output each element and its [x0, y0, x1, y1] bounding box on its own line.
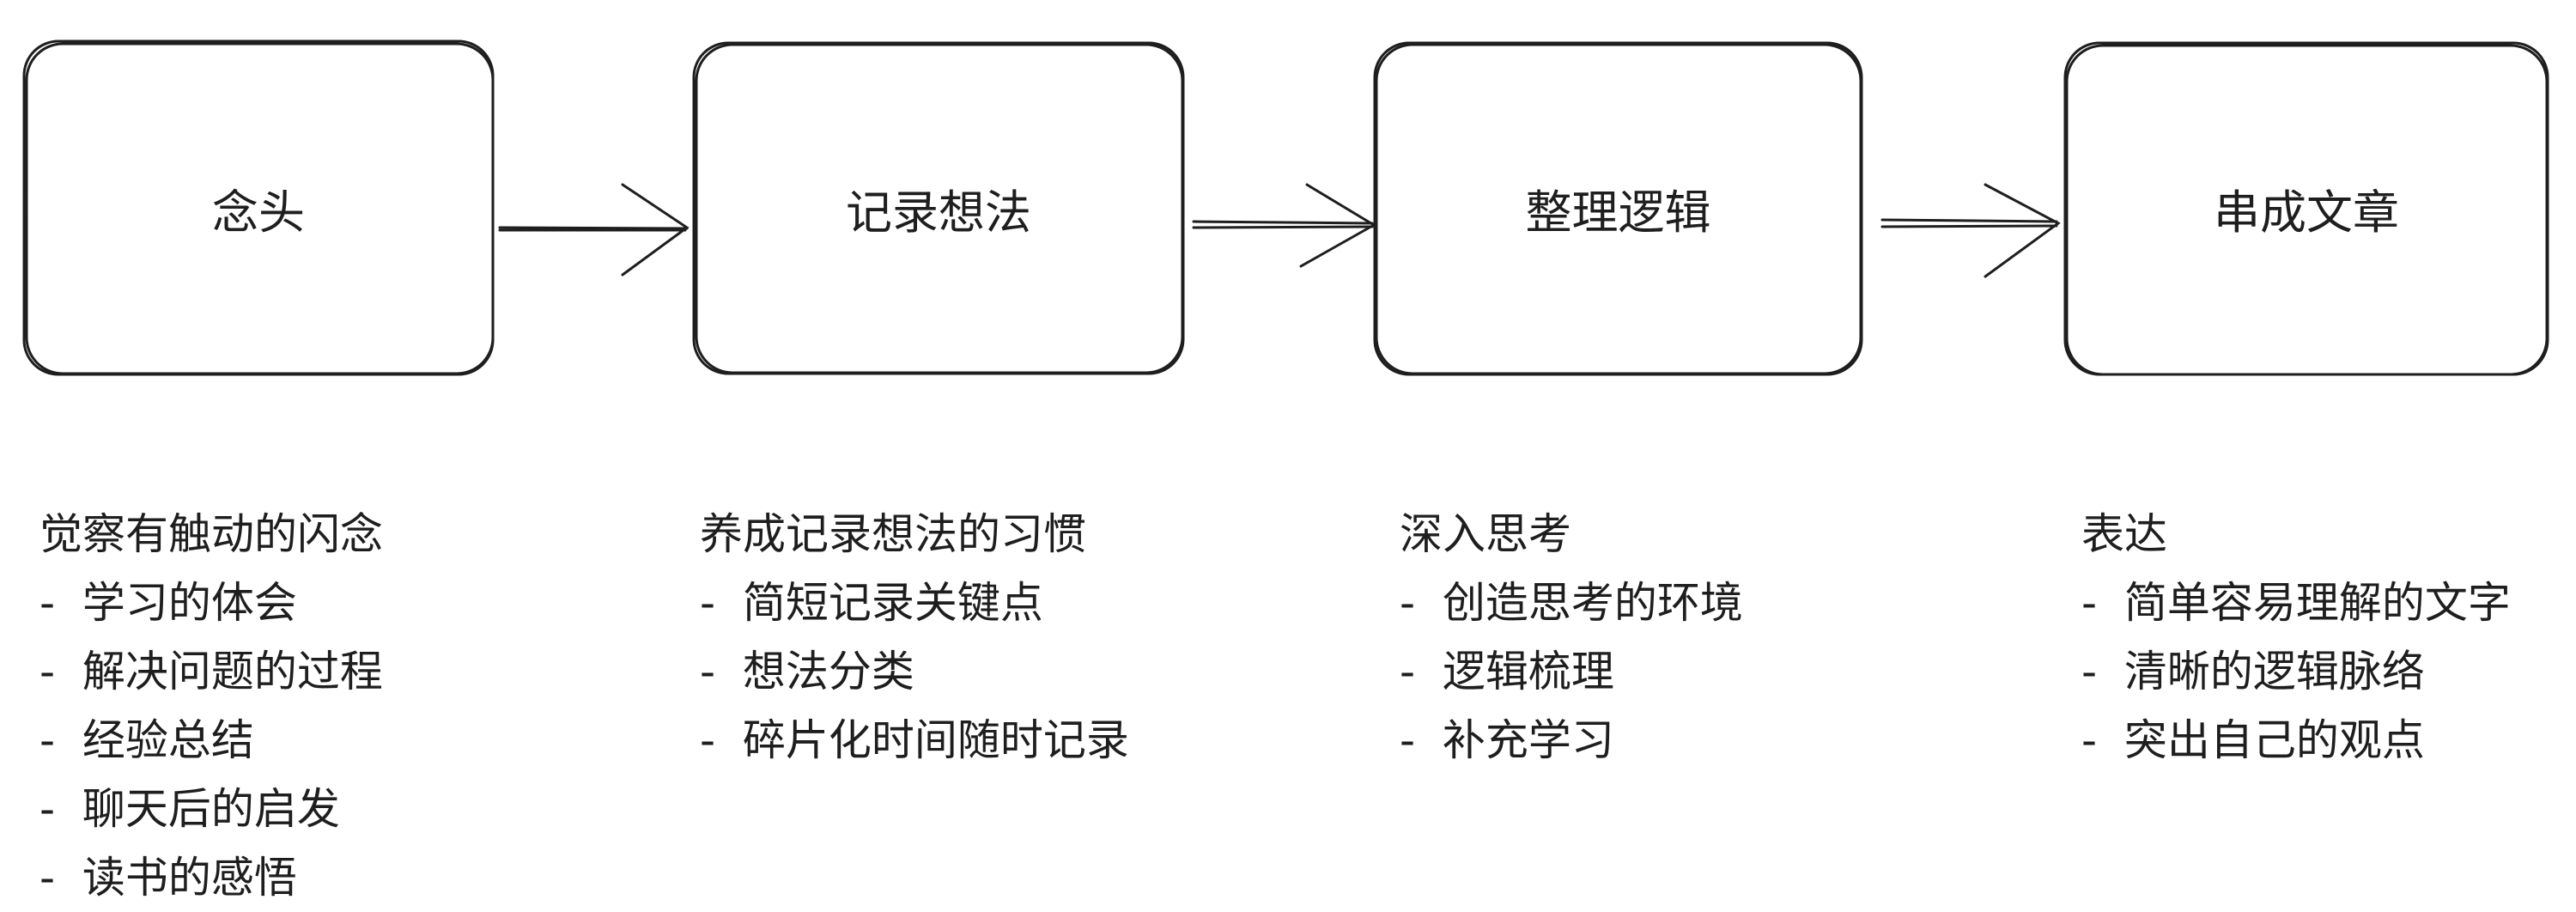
list-item: 逻辑梳理 — [1400, 637, 1743, 706]
list-item: 解决问题的过程 — [39, 637, 383, 706]
step-box-3-sketch — [1375, 43, 1862, 375]
arrow-2 — [1192, 183, 1376, 268]
arrow-3 — [1880, 183, 2061, 278]
step-box-2-sketch — [695, 43, 1184, 374]
list-item: 经验总结 — [39, 706, 383, 775]
step-box-1-sketch — [25, 42, 495, 375]
step-notes-3: 深入思考 创造思考的环境 逻辑梳理 补充学习 — [1400, 500, 1743, 775]
step-notes-2: 养成记录想法的习惯 简短记录关键点 想法分类 碎片化时间随时记录 — [700, 500, 1129, 775]
arrow-1 — [498, 183, 690, 277]
step-notes-4: 表达 简单容易理解的文字 清晰的逻辑脉络 突出自己的观点 — [2081, 500, 2511, 775]
list-item: 创造思考的环境 — [1400, 568, 1743, 637]
list-item: 突出自己的观点 — [2081, 706, 2511, 775]
list-item: 清晰的逻辑脉络 — [2081, 637, 2511, 706]
list-item: 想法分类 — [700, 637, 1129, 706]
step-title-4: 串成文章 — [2214, 185, 2399, 240]
notes-heading: 觉察有触动的闪念 — [39, 509, 383, 559]
step-box-4-sketch — [2065, 44, 2549, 376]
diagram-shapes — [22, 40, 2549, 376]
list-item: 聊天后的启发 — [39, 775, 383, 843]
step-title-2: 记录想法 — [846, 185, 1031, 240]
notes-heading: 深入思考 — [1400, 509, 1571, 559]
list-item: 读书的感悟 — [39, 843, 383, 912]
step-title-3: 整理逻辑 — [1525, 185, 1711, 240]
list-item: 简短记录关键点 — [700, 568, 1129, 637]
list-item: 学习的体会 — [39, 568, 383, 637]
list-item: 简单容易理解的文字 — [2081, 568, 2511, 637]
list-item: 碎片化时间随时记录 — [700, 706, 1129, 775]
step-notes-1: 觉察有触动的闪念 学习的体会 解决问题的过程 经验总结 聊天后的启发 读书的感悟 — [39, 500, 383, 912]
notes-heading: 养成记录想法的习惯 — [700, 509, 1086, 559]
notes-heading: 表达 — [2081, 509, 2167, 559]
list-item: 补充学习 — [1400, 706, 1743, 775]
step-title-1: 念头 — [212, 185, 305, 240]
